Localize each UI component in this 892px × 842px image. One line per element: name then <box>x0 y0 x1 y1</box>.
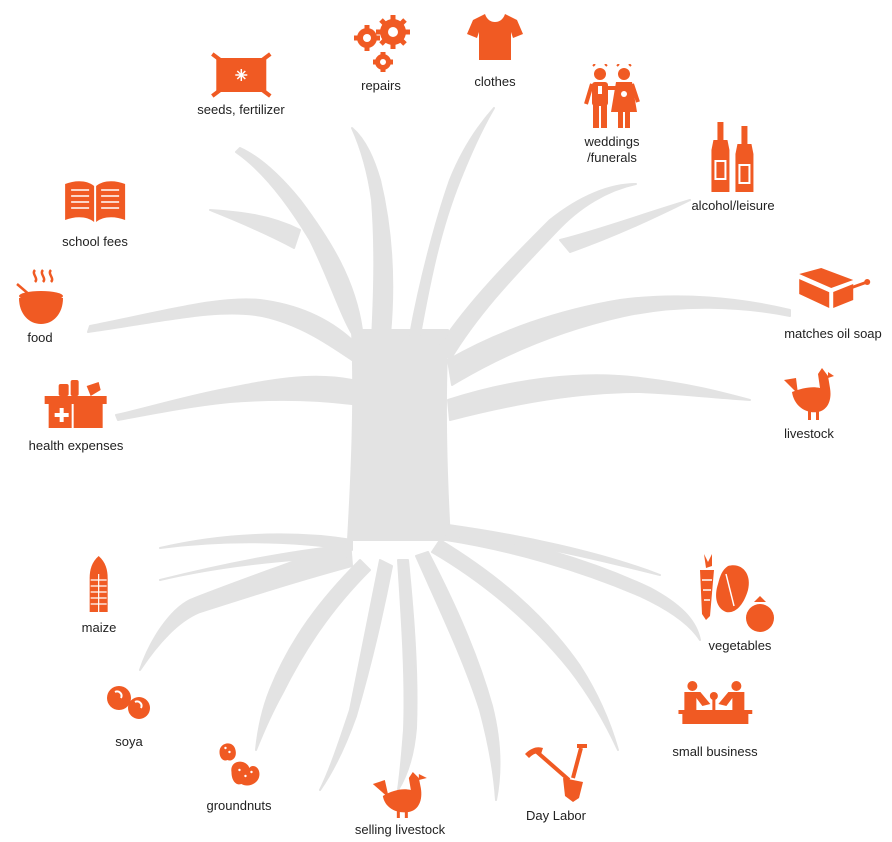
day-labor-label: Day Labor <box>526 808 586 823</box>
vegetables-label: vegetables <box>708 638 772 653</box>
book-icon <box>64 181 125 222</box>
income-maize: maize <box>81 556 117 636</box>
branch-upper-right-2 <box>439 183 637 361</box>
small-business-label: small business <box>672 744 758 759</box>
seed-bag-icon <box>210 52 272 98</box>
branch-right-main <box>447 295 791 386</box>
weddings-label: weddings /funerals <box>584 134 640 165</box>
school-label: school fees <box>62 234 128 249</box>
root-left-upper <box>159 544 351 581</box>
root-left-2 <box>255 559 371 751</box>
matches-label: matches oil soap <box>784 326 882 341</box>
branch-upper-left <box>235 147 363 341</box>
expense-seeds: seeds, fertilizer <box>197 52 285 118</box>
branch-right-lower <box>447 374 751 421</box>
food-label: food <box>27 330 53 345</box>
root-right-main <box>445 527 701 641</box>
expense-alcohol: alcohol/leisure <box>691 122 775 214</box>
seeds-label: seeds, fertilizer <box>197 102 285 117</box>
income-groundnuts: groundnuts <box>206 740 272 814</box>
soya-icon <box>107 686 150 719</box>
expense-weddings: weddings /funerals <box>583 64 641 166</box>
root-mid-left <box>319 559 393 791</box>
selling-livestock-label: selling livestock <box>354 822 446 837</box>
income-day-labor: Day Labor <box>523 744 589 824</box>
expense-repairs: repairs <box>349 12 413 94</box>
clothes-label: clothes <box>474 74 516 89</box>
root-mid-right <box>415 551 501 801</box>
expense-food: food <box>15 268 65 346</box>
expense-clothes: clothes <box>467 12 523 90</box>
root-right-2 <box>431 539 619 751</box>
vegetables-icon <box>700 554 774 632</box>
tshirt-icon <box>467 14 523 60</box>
shovel-icon <box>525 744 587 802</box>
expense-health: health expenses <box>28 380 124 454</box>
tree-trunk <box>347 329 451 541</box>
expense-school: school fees <box>62 180 128 250</box>
soya-label: soya <box>115 734 143 749</box>
branch-left-up <box>209 209 301 249</box>
maize-label: maize <box>81 620 117 635</box>
chicken-icon <box>372 772 427 818</box>
food-bowl-icon <box>16 269 63 324</box>
groundnut-icon <box>219 743 259 786</box>
branch-left-main <box>87 298 353 361</box>
branch-upper-mid <box>351 127 394 341</box>
expense-livestock: livestock <box>782 366 836 442</box>
bottles-icon <box>710 122 753 192</box>
income-vegetables: vegetables <box>694 552 786 654</box>
gears-icon <box>354 15 410 72</box>
health-label: health expenses <box>28 438 124 453</box>
root-right-upper <box>445 524 661 576</box>
income-selling-livestock: selling livestock <box>355 770 445 838</box>
root-mid <box>397 559 418 791</box>
income-small-business: small business <box>672 680 758 760</box>
root-left-main <box>139 539 353 671</box>
income-soya: soya <box>105 684 153 750</box>
branch-right-up <box>559 199 691 253</box>
alcohol-label: alcohol/leisure <box>691 198 775 213</box>
repairs-label: repairs <box>361 78 401 93</box>
groundnuts-label: groundnuts <box>206 798 272 813</box>
couple-icon <box>584 64 640 128</box>
market-stall-icon <box>677 681 752 724</box>
medicine-box-icon <box>45 380 107 428</box>
livestock-label: livestock <box>784 426 834 441</box>
maize-icon <box>90 556 108 612</box>
expense-matches: matches oil soap <box>784 268 882 342</box>
branch-upper-right-1 <box>409 107 495 336</box>
branch-left-lower <box>115 375 353 421</box>
matchbox-icon <box>798 268 870 308</box>
chicken-icon <box>784 368 834 420</box>
root-left-far <box>159 533 353 551</box>
